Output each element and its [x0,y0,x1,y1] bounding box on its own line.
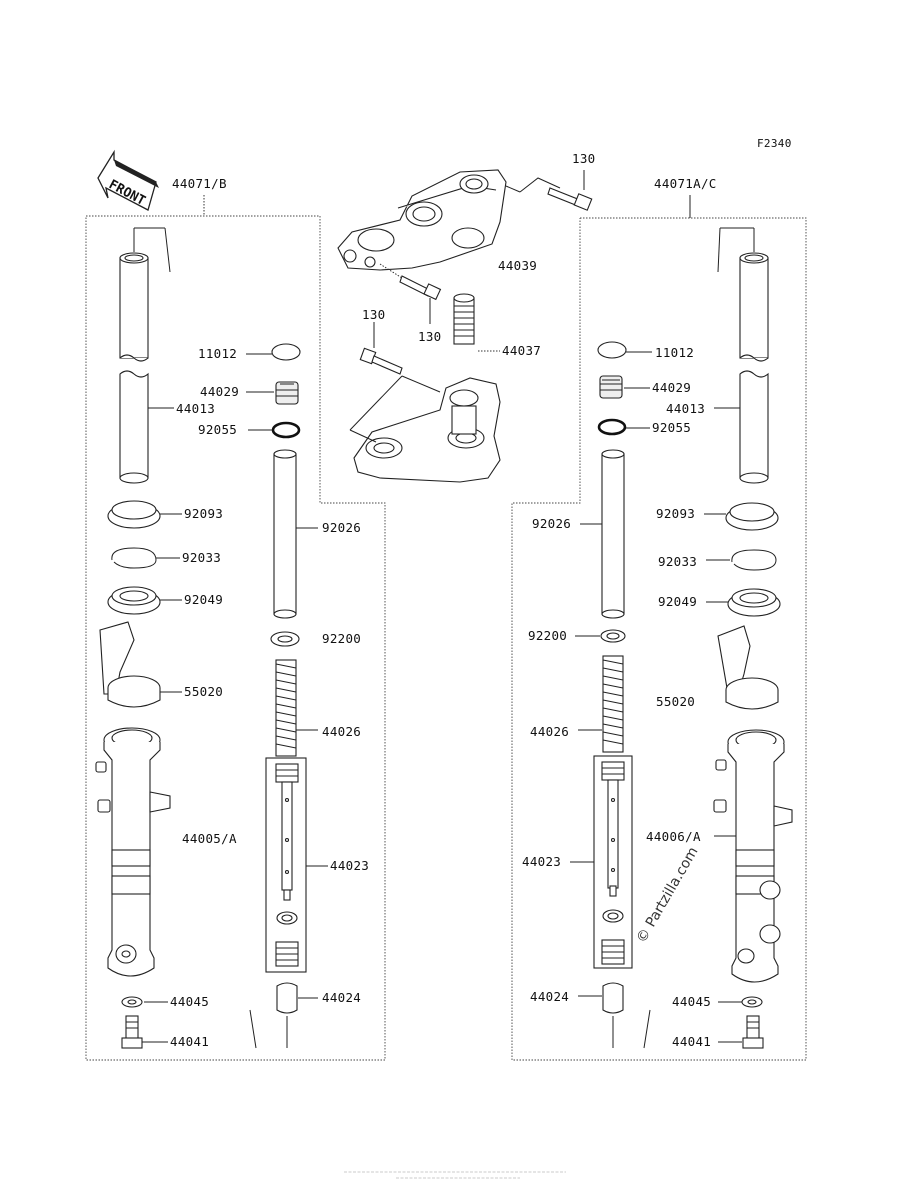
label-55020-right: 55020 [656,694,695,709]
label-44071a-c: 44071A/C [654,176,717,191]
left-piece-44024 [276,982,318,1048]
right-bolt-44029 [599,375,650,399]
label-92093-left: 92093 [184,506,223,521]
label-92200-right: 92200 [528,628,567,643]
right-fork-tube-upper [717,227,769,362]
right-pipe-92026 [580,449,625,619]
bolt-130-middle [379,263,442,324]
right-oilseal-92049 [706,588,781,617]
label-44024-left: 44024 [322,990,361,1005]
label-92033-left: 92033 [182,550,221,565]
label-44045-left: 44045 [170,994,209,1009]
label-44024-right: 44024 [530,989,569,1004]
right-fork-tube-lower [714,370,769,484]
label-44026-right: 44026 [530,724,569,739]
label-44013-right: 44013 [666,401,705,416]
figure-code: F2340 [757,137,792,150]
label-92200-left: 92200 [322,631,361,646]
left-fork-tube-lower [119,370,174,484]
label-44039: 44039 [498,258,537,273]
steering-stem-44037 [453,293,500,352]
label-11012-left: 11012 [198,346,237,361]
left-outer-tube-44005a [95,727,171,977]
label-92026-left: 92026 [322,520,361,535]
left-assembly-frame [85,215,386,1061]
label-92093-right: 92093 [656,506,695,521]
label-92049-right: 92049 [658,594,697,609]
left-clip-92033 [111,547,180,569]
left-pipe-92026 [273,449,318,619]
label-44006a-right: 44006/A [646,829,701,844]
label-44045-right: 44045 [672,994,711,1009]
label-44023-left: 44023 [330,858,369,873]
left-fork-tube-upper [119,227,171,362]
label-44041-left: 44041 [170,1034,209,1049]
lower-bracket [349,375,501,483]
right-cap-11012 [597,341,627,359]
right-clip-92033 [706,549,777,571]
label-44005a-left: 44005/A [182,831,237,846]
right-oring-92055 [597,418,627,436]
upper-bracket-44039 [337,169,521,271]
label-44071-b: 44071/B [172,176,227,191]
label-44026-left: 44026 [322,724,361,739]
label-92055-left: 92055 [198,422,237,437]
left-bolt-44029 [246,381,299,405]
left-cylinder-44023 [265,757,328,973]
label-130-lower: 130 [362,307,385,322]
label-92055-right: 92055 [652,420,691,435]
left-spring-44026 [275,659,318,757]
label-44029-left: 44029 [200,384,239,399]
bolt-130-top [519,170,593,211]
left-bolt-44041 [121,1015,168,1049]
left-cap-11012 [271,343,301,361]
label-130-top: 130 [572,151,595,166]
right-cylinder-44023 [570,755,633,969]
left-seal-92093 [107,500,182,529]
label-92026-right: 92026 [532,516,571,531]
right-outer-tube-44006a [713,729,793,983]
label-92049-left: 92049 [184,592,223,607]
label-11012-right: 11012 [655,345,694,360]
label-44023-right: 44023 [522,854,561,869]
left-guard-55020 [99,621,182,708]
right-guard-55020 [717,625,779,710]
right-seal-92093 [704,502,779,531]
label-130-middle: 130 [418,329,441,344]
bolt-130-lower [359,322,403,375]
right-bolt-44041 [718,1015,764,1049]
label-44029-right: 44029 [652,380,691,395]
left-oilseal-92049 [107,586,182,615]
label-92033-right: 92033 [658,554,697,569]
label-55020-left: 55020 [184,684,223,699]
label-44013-left: 44013 [176,401,215,416]
left-oring-92055 [271,421,301,439]
right-piece-44024 [578,982,624,1048]
watermark: © Partzilla.com [634,844,702,946]
front-arrow-icon: FRONT [97,149,159,211]
label-44037: 44037 [502,343,541,358]
label-44041-right: 44041 [672,1034,711,1049]
right-spring-44026 [578,655,624,753]
right-assembly-frame [511,217,807,1061]
